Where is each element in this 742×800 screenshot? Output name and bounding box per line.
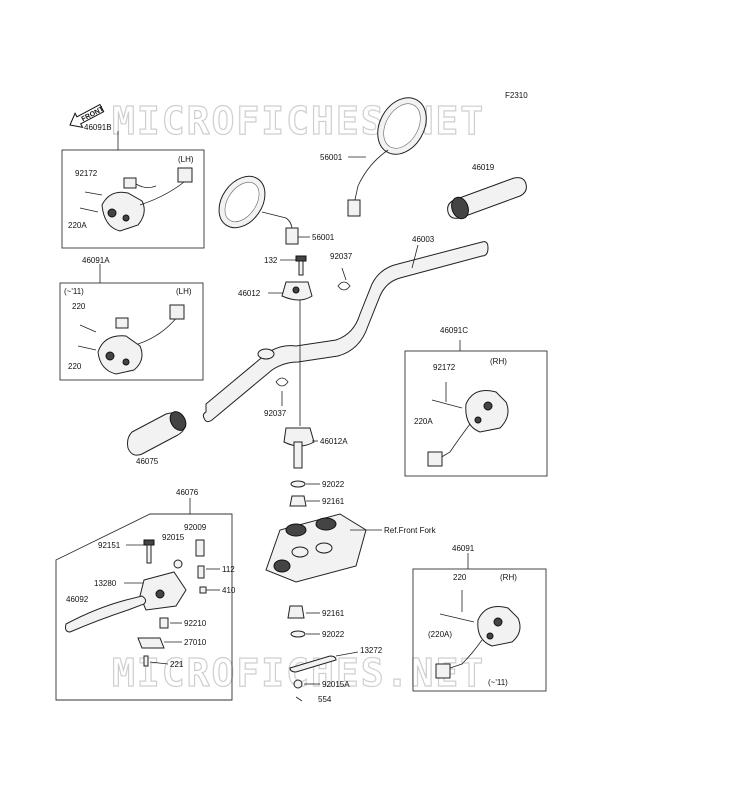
label-46075: 46075 [136, 457, 159, 466]
label-410: 410 [222, 586, 236, 595]
left-switch-housing-a [77, 304, 185, 375]
nut-92015 [173, 559, 183, 569]
label-220-rh: 220 [453, 573, 467, 582]
label-pre11-lh: (~'11) [64, 287, 84, 296]
label-46019: 46019 [472, 163, 495, 172]
box-46091c [404, 350, 548, 477]
washer-92022-top [290, 480, 306, 488]
label-ref-front-fork: Ref.Front Fork [384, 526, 437, 535]
damper-92161-bot [287, 605, 305, 619]
label-46012: 46012 [238, 289, 261, 298]
label-46003: 46003 [412, 235, 435, 244]
label-92037-top: 92037 [330, 252, 353, 261]
lever-holder-13280 [139, 571, 187, 611]
label-lh-2: (LH) [176, 287, 192, 296]
box-46091a [59, 282, 204, 381]
label-220-a: 220 [72, 302, 86, 311]
right-grip [447, 177, 527, 220]
clamp-92037-bot [275, 377, 289, 387]
label-92015: 92015 [162, 533, 185, 542]
label-92022-top: 92022 [322, 480, 345, 489]
label-221: 221 [170, 660, 184, 669]
handlebar [202, 241, 489, 423]
holder-46012a [283, 427, 315, 469]
label-92009: 92009 [184, 523, 207, 532]
diagram-code: F2310 [505, 91, 528, 100]
label-46091b: 46091B [84, 123, 112, 132]
box-46091b [61, 149, 205, 249]
damper-92161-top [289, 495, 307, 507]
nut-92015a [293, 679, 303, 689]
right-switch-housing [435, 590, 521, 679]
label-92172-rh: 92172 [433, 363, 456, 372]
label-rh-2: (RH) [500, 573, 517, 582]
bolt-132 [295, 255, 307, 276]
plate-13272 [289, 655, 337, 673]
label-92210: 92210 [184, 619, 207, 628]
label-92037-bot: 92037 [264, 409, 287, 418]
label-554: 554 [318, 695, 332, 704]
label-lh-1: (LH) [178, 155, 194, 164]
label-220a-rh: 220A [414, 417, 433, 426]
label-46092: 46092 [66, 595, 89, 604]
bolt-92009 [195, 539, 205, 557]
mirror-right [347, 97, 427, 217]
screw-221 [143, 655, 149, 667]
right-switch-housing-c [427, 382, 509, 467]
pin-554 [295, 696, 303, 702]
label-46091c: 46091C [440, 326, 468, 335]
upper-fork-bracket [265, 513, 367, 583]
label-92161-bot: 92161 [322, 609, 345, 618]
label-220-b: 220 [68, 362, 82, 371]
holder-46012 [281, 281, 313, 301]
label-46091a: 46091A [82, 256, 110, 265]
box-46091 [412, 568, 547, 692]
label-13280: 13280 [94, 579, 117, 588]
label-92161-top: 92161 [322, 497, 345, 506]
label-220a-lh: 220A [68, 221, 87, 230]
left-grip [127, 411, 187, 456]
label-92151: 92151 [98, 541, 121, 550]
clamp-92037-top [337, 281, 351, 291]
label-56001-mid: 56001 [312, 233, 335, 242]
label-112: 112 [222, 565, 235, 574]
switch-27010 [137, 637, 165, 649]
label-92022-bot: 92022 [322, 630, 345, 639]
label-13272: 13272 [360, 646, 383, 655]
left-switch-housing-b [79, 167, 193, 232]
label-46076: 46076 [176, 488, 199, 497]
mirror-left [218, 175, 299, 245]
label-27010: 27010 [184, 638, 207, 647]
label-132: 132 [264, 256, 278, 265]
label-92015a: 92015A [322, 680, 350, 689]
label-92172-lh: 92172 [75, 169, 98, 178]
lever-46092 [65, 595, 147, 633]
bolt-112 [197, 565, 205, 579]
washer-92022-bot [290, 630, 306, 638]
bolt-92151 [143, 539, 155, 564]
screw-410 [199, 586, 207, 594]
label-rh-1: (RH) [490, 357, 507, 366]
label-56001-top: 56001 [320, 153, 343, 162]
label-220a-paren: (220A) [428, 630, 452, 639]
label-46091: 46091 [452, 544, 475, 553]
box-46076 [55, 513, 233, 701]
label-pre11-rh: (~'11) [488, 678, 508, 687]
label-46012a: 46012A [320, 437, 348, 446]
spring-92210 [159, 617, 169, 629]
watermark-top: MICROFICHES.NET [112, 99, 485, 143]
